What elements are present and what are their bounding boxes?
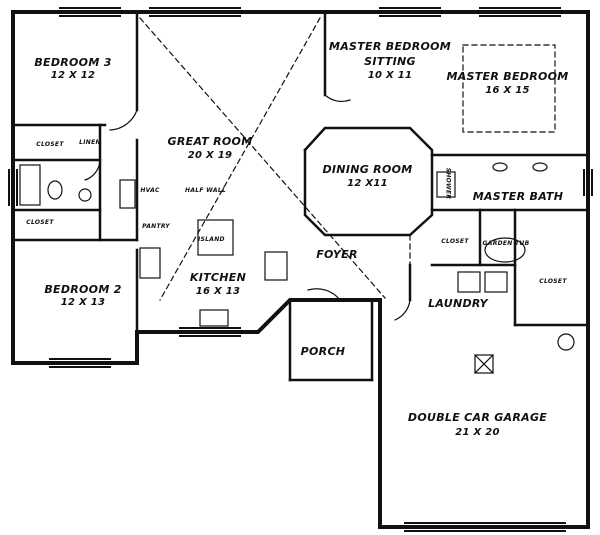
fixtures xyxy=(19,162,575,374)
label-closet-master: CLOSET xyxy=(441,238,469,245)
room-master-sitting-sub: SITTING xyxy=(364,55,416,68)
room-dining-room-size: 12 X11 xyxy=(347,178,388,189)
room-kitchen-size: 16 X 13 xyxy=(195,286,241,297)
label-closet-bedroom-3: CLOSET xyxy=(36,141,64,148)
label-closet-right: CLOSET xyxy=(539,278,567,285)
room-bedroom-3-name: BEDROOM 3 xyxy=(34,56,112,69)
label-pantry: PANTRY xyxy=(142,223,170,230)
room-master-sitting-size: 10 X 11 xyxy=(367,70,413,81)
room-great-room-size: 20 X 19 xyxy=(187,150,233,161)
room-master-sitting-name: MASTER BEDROOM xyxy=(328,40,452,53)
room-great-room-name: GREAT ROOM xyxy=(167,135,253,148)
room-kitchen-name: KITCHEN xyxy=(189,271,247,284)
room-master-bedroom-name: MASTER BEDROOM xyxy=(446,70,569,83)
room-bedroom-2-name: BEDROOM 2 xyxy=(44,283,122,296)
room-porch-name: PORCH xyxy=(300,345,346,358)
label-closet-bedroom-2: CLOSET xyxy=(26,219,54,226)
label-hvac: HVAC xyxy=(140,187,160,194)
window-marks xyxy=(8,7,593,532)
room-garage-size: 21 X 20 xyxy=(455,427,500,438)
label-shower: SHOWER xyxy=(444,167,452,200)
room-laundry-name: LAUNDRY xyxy=(428,297,488,310)
room-bedroom-2-size: 12 X 13 xyxy=(60,297,106,308)
room-master-bedroom-size: 16 X 15 xyxy=(485,85,530,96)
ceiling-lines xyxy=(139,17,556,301)
label-linen: LINEN xyxy=(79,139,101,146)
label-island: ISLAND xyxy=(198,236,225,243)
room-master-bath-name: MASTER BATH xyxy=(472,190,564,203)
room-garage-name: DOUBLE CAR GARAGE xyxy=(407,411,548,424)
room-foyer-name: FOYER xyxy=(316,248,358,261)
exterior-walls xyxy=(11,10,590,529)
interior-walls xyxy=(11,10,590,382)
label-garden-tub: GARDEN TUB xyxy=(482,240,530,247)
label-half-wall: HALF WALL xyxy=(185,187,227,194)
room-dining-room-name: DINING ROOM xyxy=(322,163,413,176)
room-bedroom-3-size: 12 X 12 xyxy=(50,70,96,81)
door-swings xyxy=(84,94,411,321)
